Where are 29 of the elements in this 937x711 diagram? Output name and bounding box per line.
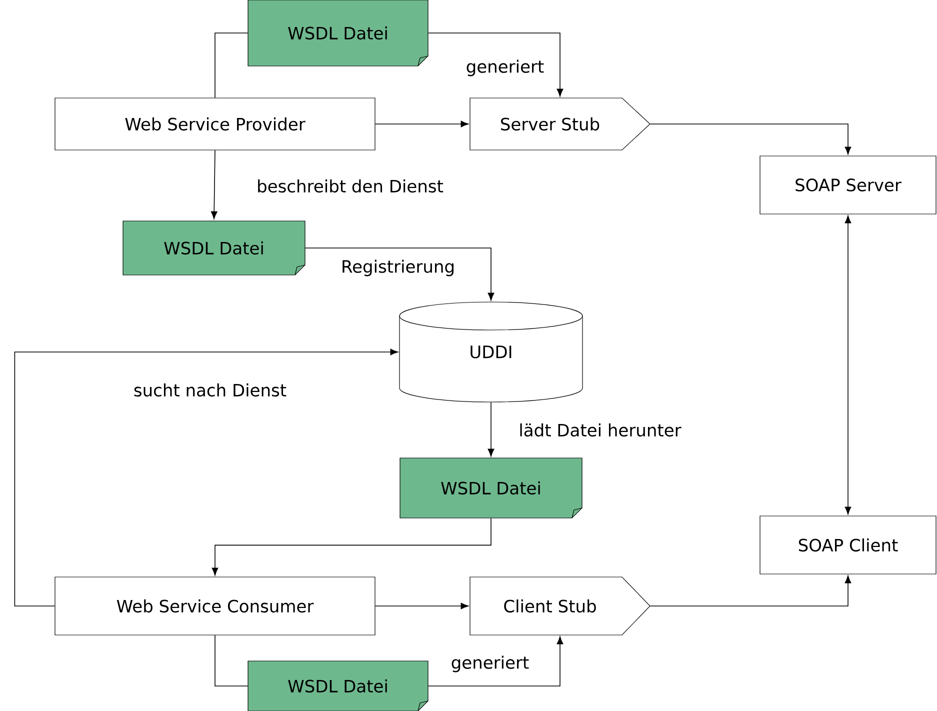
edge-label: beschreibt den Dienst	[256, 178, 444, 194]
arrow	[650, 124, 852, 154]
arrow	[428, 636, 564, 686]
document-box: WSDL Datei	[122, 220, 306, 276]
process-box: Web Service Provider	[54, 98, 376, 150]
process-box: Web Service Consumer	[54, 576, 376, 636]
arrow	[304, 248, 494, 301]
arrow	[374, 120, 469, 128]
document-box: WSDL Datei	[248, 0, 428, 66]
arrow	[212, 518, 492, 576]
edge-label: generiert	[450, 654, 530, 674]
stub-box: Server Stub	[470, 98, 650, 150]
arrow	[210, 150, 218, 220]
arrow	[488, 402, 494, 457]
edge-label: lädt Datei herunter	[518, 422, 682, 438]
stub-box: Client Stub	[470, 576, 650, 636]
arrow	[650, 576, 852, 606]
arrow	[844, 215, 852, 514]
arrow	[14, 348, 398, 606]
process-box: SOAP Server	[760, 156, 936, 214]
arrow	[374, 602, 469, 610]
edge-label: sucht nach Dienst	[132, 382, 288, 398]
database-cylinder: UDDI	[399, 302, 583, 402]
edge-label: generiert	[464, 58, 546, 78]
edge-label: Registrierung	[340, 258, 456, 278]
process-box: SOAP Client	[760, 516, 936, 574]
arrow	[428, 32, 564, 97]
document-box: WSDL Datei	[248, 660, 428, 711]
document-box: WSDL Datei	[400, 458, 582, 518]
